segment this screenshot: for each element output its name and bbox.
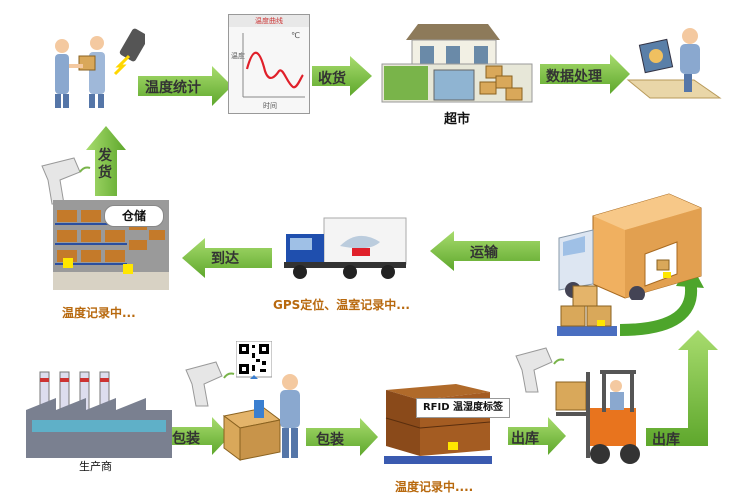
arrow-arrive (182, 238, 272, 278)
temperature-curve (245, 51, 304, 89)
qr-code-icon (236, 341, 272, 379)
arrow-temp-stats (138, 66, 232, 106)
label-transport: 运输 (470, 245, 498, 261)
box-stack-illustration (557, 285, 617, 336)
pallet-recording-caption: 温度记录中.... (395, 480, 474, 494)
forklift-illustration (515, 347, 640, 464)
curved-arrow (619, 278, 698, 336)
arrow-receive (312, 56, 372, 96)
arrow-transport (430, 231, 540, 271)
warehouse-recording-caption: 温度记录中... (62, 306, 136, 320)
chart-unit: ℃ (291, 31, 300, 40)
chart-xlabel: 时间 (263, 102, 277, 110)
refrigerated-truck-illustration (284, 217, 407, 279)
arrow-data-process (540, 54, 630, 94)
arrow-ship (86, 126, 126, 196)
rfid-pallet-illustration (384, 384, 492, 464)
label-outbound-1: 出库 (511, 431, 539, 447)
supermarket-caption: 超市 (444, 112, 471, 127)
label-pack-1: 包装 (172, 431, 200, 447)
label-ship: 发货 (98, 148, 112, 181)
arrow-outbound-2 (646, 330, 718, 446)
label-arrive: 到达 (211, 251, 239, 267)
rfid-tag-label: RFID 温湿度标签 (416, 398, 510, 418)
delivery-truck-illustration (558, 193, 702, 300)
chart-title: 温度曲线 (229, 15, 309, 27)
producer-caption: 生产商 (79, 460, 112, 473)
label-outbound-2: 出库 (652, 432, 680, 448)
handover-people-illustration (55, 28, 145, 108)
temperature-curve-chart: 温度曲线 ℃ 温度 时间 (228, 14, 310, 114)
label-data-process: 数据处理 (546, 69, 602, 85)
barcode-scanner-icon (41, 157, 91, 205)
data-processing-illustration (626, 28, 722, 99)
label-pack-2: 包装 (316, 432, 344, 448)
supermarket-illustration (381, 24, 533, 103)
chart-plot (242, 33, 305, 98)
label-temp-stats: 温度统计 (145, 80, 201, 96)
factory-illustration (26, 371, 172, 458)
gps-recording-caption: GPS定位、温室记录中... (273, 298, 410, 312)
arrow-pack-1 (168, 417, 230, 455)
warehouse-bubble: 仓储 (104, 205, 164, 227)
chart-ylabel: 温度 (231, 52, 245, 60)
arrow-outbound-1 (508, 417, 566, 455)
label-receive: 收货 (318, 71, 346, 87)
packing-illustration (185, 361, 300, 461)
arrow-pack-2 (306, 418, 378, 456)
